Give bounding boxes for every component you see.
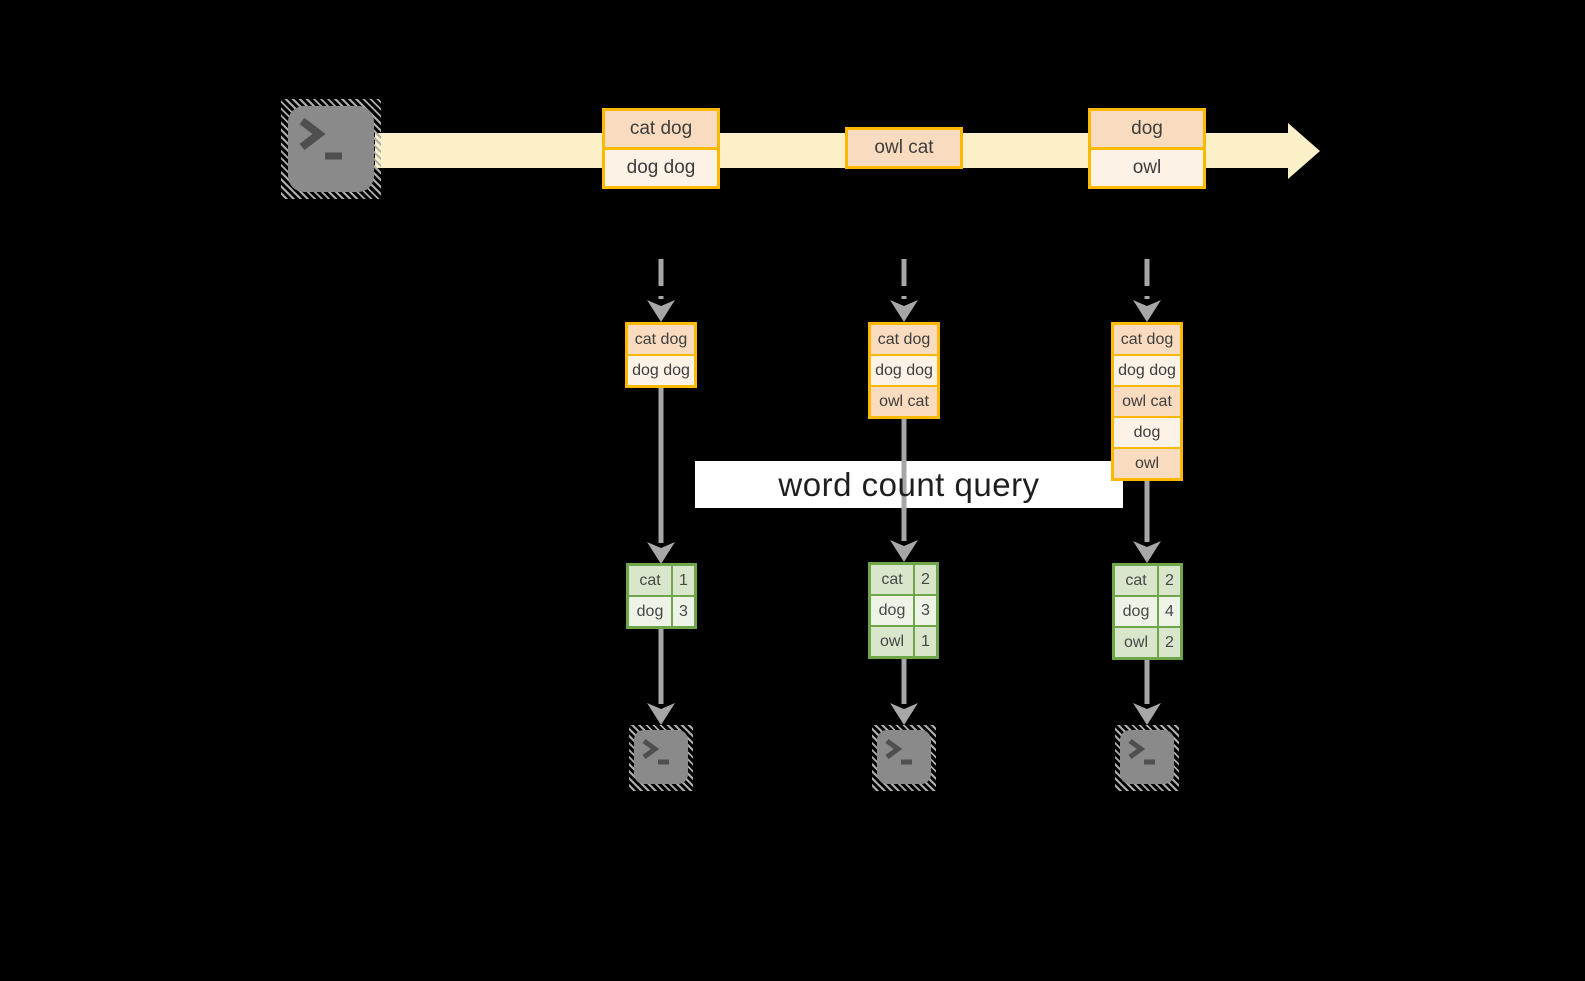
- word-cell: owl: [871, 627, 915, 656]
- stream-batch-3: dog owl: [1088, 108, 1206, 189]
- stream-line: dog dog: [605, 147, 717, 186]
- count-row: dog 3: [871, 594, 936, 625]
- input-line: owl: [1114, 447, 1180, 478]
- stream-batch-1: cat dog dog dog: [602, 108, 720, 189]
- stream-batch-2: owl cat: [845, 127, 963, 169]
- word-cell: cat: [871, 565, 915, 594]
- word-cell: owl: [1115, 628, 1159, 657]
- terminal-prompt-icon: [299, 117, 342, 160]
- input-line: cat dog: [628, 325, 694, 354]
- count-cell: 4: [1159, 597, 1180, 626]
- word-count-table-1: cat 1 dog 3: [626, 563, 697, 629]
- word-count-table-2: cat 2 dog 3 owl 1: [868, 562, 939, 659]
- query-label-background: [695, 461, 1123, 508]
- count-cell: 2: [915, 565, 936, 594]
- micro-batch-input-2: cat dog dog dog owl cat: [868, 322, 940, 419]
- stream-line: dog: [1091, 111, 1203, 147]
- count-cell: 3: [673, 597, 694, 626]
- stream-line: cat dog: [605, 111, 717, 147]
- word-cell: dog: [629, 597, 673, 626]
- output-terminal-icon-1: [634, 730, 688, 784]
- word-cell: cat: [1115, 566, 1159, 595]
- terminal-prompt-icon: [1128, 738, 1155, 765]
- count-cell: 1: [673, 566, 694, 595]
- count-cell: 3: [915, 596, 936, 625]
- micro-batch-input-1: cat dog dog dog: [625, 322, 697, 388]
- count-row: dog 4: [1115, 595, 1180, 626]
- output-terminal-icon-2: [877, 730, 931, 784]
- stream-line: owl cat: [848, 130, 960, 166]
- count-row: owl 2: [1115, 626, 1180, 657]
- output-terminal-icon-3: [1120, 730, 1174, 784]
- query-label: word count query: [778, 466, 1040, 503]
- count-cell: 2: [1159, 628, 1180, 657]
- word-cell: cat: [629, 566, 673, 595]
- input-line: owl cat: [871, 385, 937, 416]
- input-line: cat dog: [871, 325, 937, 354]
- count-row: dog 3: [629, 595, 694, 626]
- input-line: dog: [1114, 416, 1180, 447]
- stream-line: owl: [1091, 147, 1203, 186]
- word-count-table-3: cat 2 dog 4 owl 2: [1112, 563, 1183, 660]
- count-row: cat 2: [871, 565, 936, 594]
- input-line: owl cat: [1114, 385, 1180, 416]
- input-line: dog dog: [1114, 354, 1180, 385]
- word-cell: dog: [1115, 597, 1159, 626]
- stream-timeline-arrowhead-icon: [1288, 123, 1320, 179]
- count-row: cat 2: [1115, 566, 1180, 595]
- count-cell: 1: [915, 627, 936, 656]
- input-line: dog dog: [871, 354, 937, 385]
- input-line: dog dog: [628, 354, 694, 385]
- source-terminal-icon: [288, 106, 374, 192]
- count-row: owl 1: [871, 625, 936, 656]
- count-row: cat 1: [629, 566, 694, 595]
- terminal-prompt-icon: [885, 738, 912, 765]
- input-line: cat dog: [1114, 325, 1180, 354]
- micro-batch-input-3: cat dog dog dog owl cat dog owl: [1111, 322, 1183, 481]
- word-cell: dog: [871, 596, 915, 625]
- count-cell: 2: [1159, 566, 1180, 595]
- terminal-prompt-icon: [642, 738, 669, 765]
